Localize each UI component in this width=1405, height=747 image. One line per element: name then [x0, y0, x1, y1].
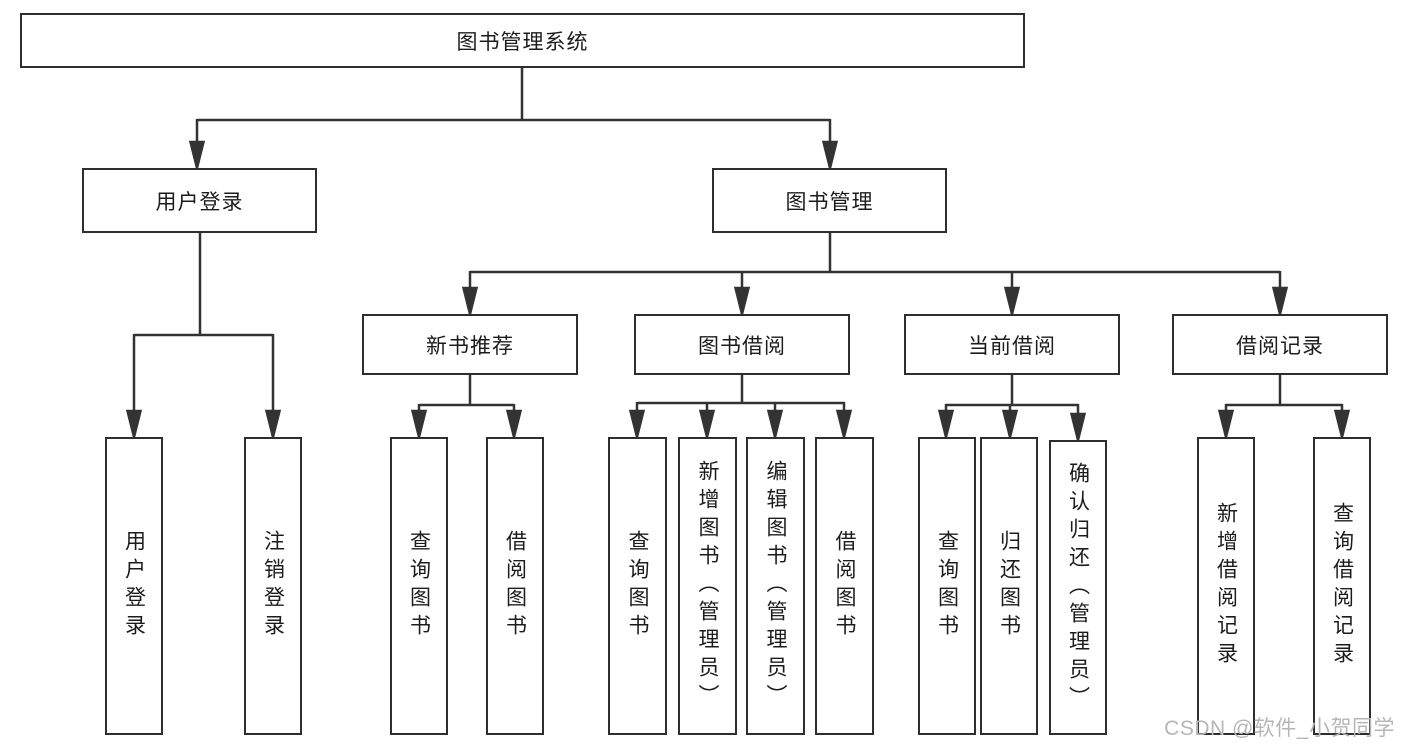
node-new-book-recommend: 新书推荐: [362, 314, 578, 375]
node-label: 查询借阅记录: [1330, 502, 1354, 670]
node-label: 查询图书: [626, 530, 649, 642]
node-label: 归还图书: [997, 530, 1021, 642]
node-label: 编辑图书（管理员）: [764, 460, 787, 712]
node-label: 确认归还（管理员）: [1066, 461, 1090, 714]
leaf-query-borrow-record: 查询借阅记录: [1313, 437, 1371, 735]
leaf-query-books-recommend: 查询图书: [390, 437, 448, 735]
node-label: 图书管理系统: [456, 30, 589, 54]
node-label: 查询图书: [935, 530, 959, 642]
node-book-borrow: 图书借阅: [634, 314, 850, 375]
node-label: 查询图书: [407, 530, 431, 642]
node-book-management: 图书管理: [712, 168, 947, 233]
node-borrow-records: 借阅记录: [1172, 314, 1388, 375]
node-label: 用户登录: [155, 190, 244, 214]
leaf-query-books-current: 查询图书: [918, 437, 976, 735]
node-label: 新书推荐: [426, 334, 514, 358]
node-label: 用户登录: [122, 530, 146, 642]
node-current-borrow: 当前借阅: [904, 314, 1120, 375]
leaf-add-borrow-record: 新增借阅记录: [1197, 437, 1255, 735]
leaf-add-books-admin: 新增图书（管理员）: [678, 437, 737, 735]
node-label: 新增借阅记录: [1214, 502, 1238, 670]
node-root-system: 图书管理系统: [20, 13, 1025, 68]
leaf-edit-books-admin: 编辑图书（管理员）: [746, 437, 805, 735]
leaf-return-books: 归还图书: [980, 437, 1038, 735]
node-label: 新增图书（管理员）: [696, 460, 719, 712]
leaf-logout-login: 注销登录: [244, 437, 302, 735]
node-label: 借阅图书: [833, 530, 856, 642]
node-label: 注销登录: [261, 530, 285, 642]
node-label: 图书管理: [785, 190, 874, 214]
node-user-login: 用户登录: [82, 168, 317, 233]
node-label: 借阅图书: [503, 530, 527, 642]
node-label: 借阅记录: [1236, 334, 1324, 358]
node-label: 图书借阅: [698, 334, 786, 358]
leaf-borrow-books-recommend: 借阅图书: [486, 437, 544, 735]
leaf-confirm-return-admin: 确认归还（管理员）: [1049, 440, 1107, 735]
leaf-user-login: 用户登录: [105, 437, 163, 735]
csdn-watermark: CSDN @软件_小贺同学: [1164, 717, 1395, 740]
node-label: 当前借阅: [968, 334, 1056, 358]
leaf-borrow-books: 借阅图书: [815, 437, 874, 735]
leaf-query-books-borrow: 查询图书: [608, 437, 667, 735]
